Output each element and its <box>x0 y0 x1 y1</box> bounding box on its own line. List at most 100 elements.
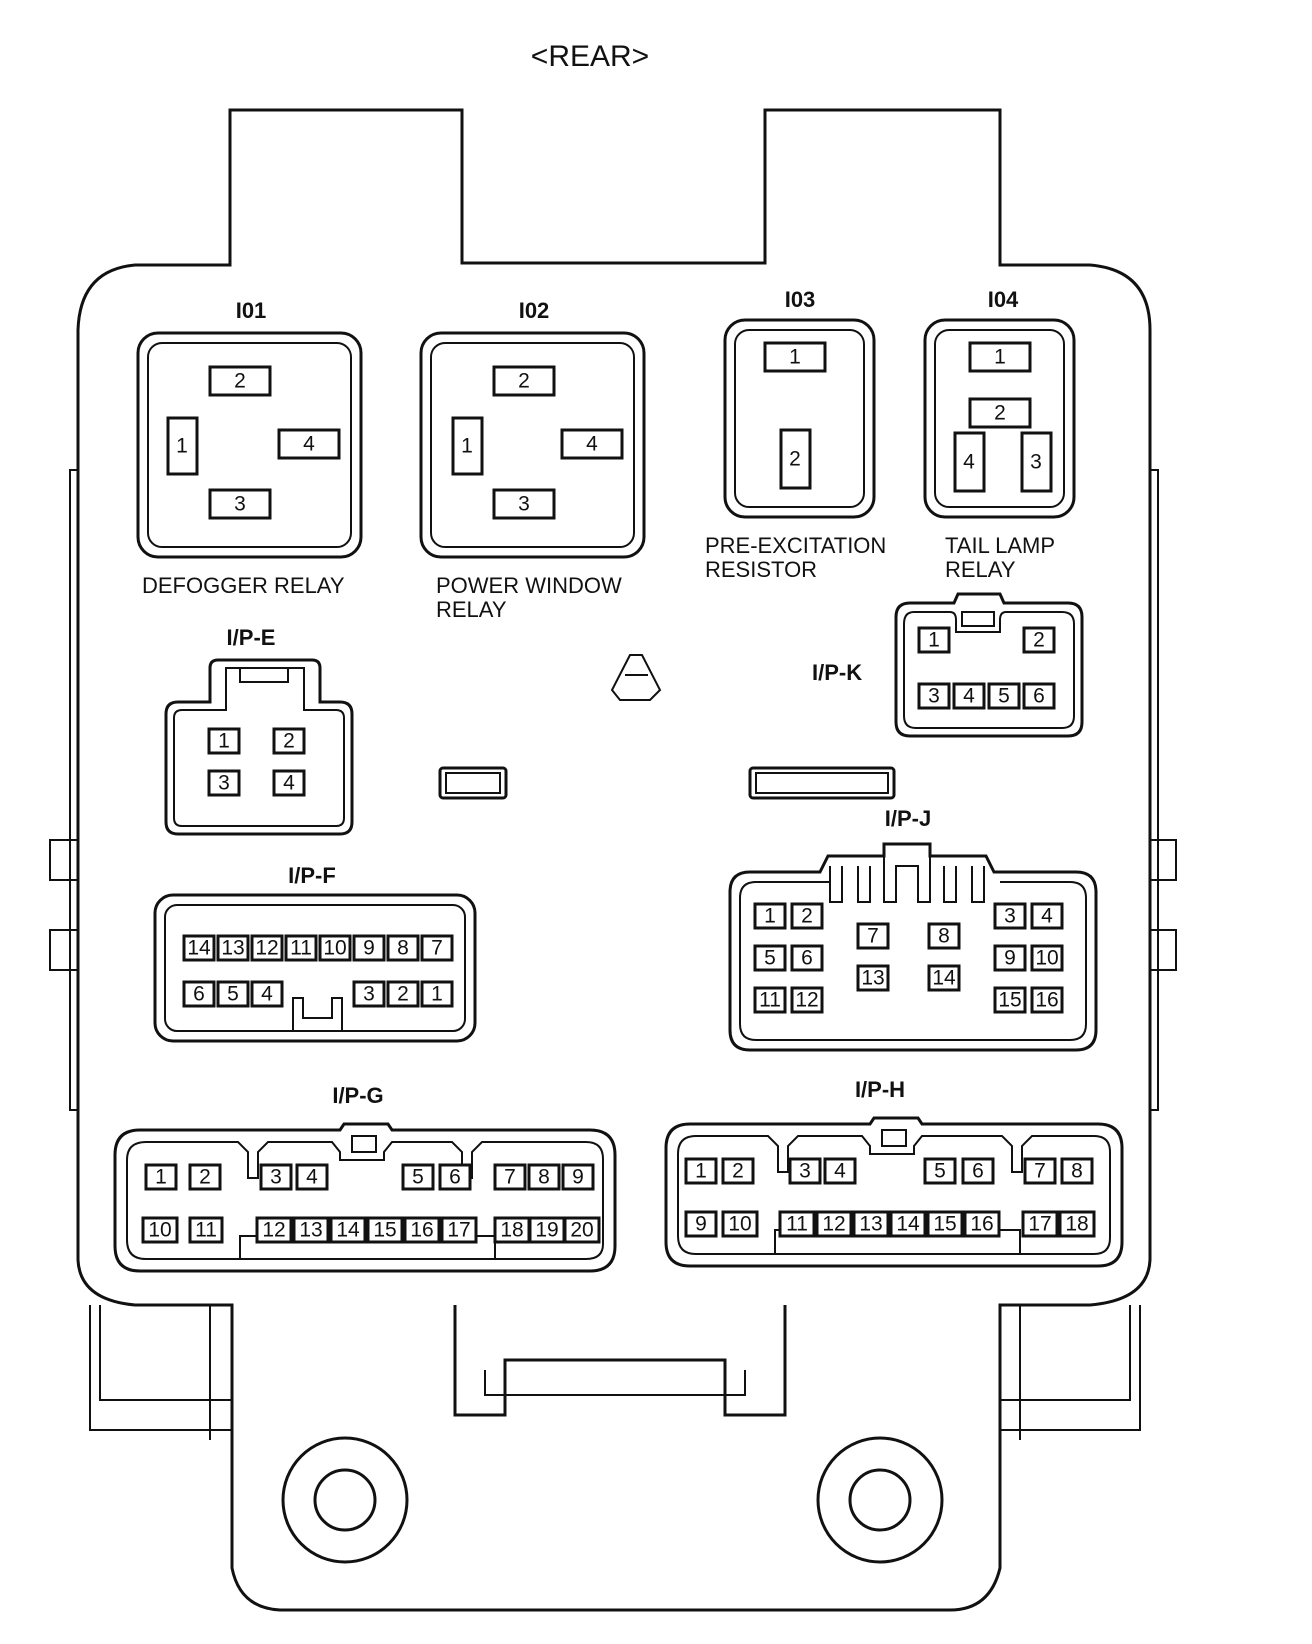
ipj-right-block: 3 4 9 10 15 16 <box>993 902 1064 1014</box>
pin-label: 6 <box>972 1160 984 1183</box>
pin-label: 8 <box>538 1166 550 1189</box>
pin-label: 1 <box>155 1166 167 1189</box>
connector-pin <box>366 1216 404 1244</box>
connector-pin <box>815 1210 853 1238</box>
connector-pin <box>438 1163 472 1191</box>
connector-pin <box>1023 1157 1057 1185</box>
ipj-left-block: 1 2 5 6 11 12 <box>753 902 824 1014</box>
pin-label: 2 <box>397 983 409 1006</box>
connector-pin <box>188 1216 224 1244</box>
connector-pin <box>987 682 1021 710</box>
connector-pin <box>141 1216 179 1244</box>
pin-label: 3 <box>518 493 530 516</box>
pin-label: 2 <box>234 370 246 393</box>
pin-label: 10 <box>728 1213 751 1236</box>
pin-label: 3 <box>799 1160 811 1183</box>
connector-id: I/P-G <box>332 1083 383 1108</box>
connector-ip-h: I/P-H 1 2 3 4 5 6 7 8 9 10 <box>664 1077 1124 1268</box>
connector-pin <box>250 934 284 962</box>
pin-label: 4 <box>306 1166 318 1189</box>
connector-ip-f: I/P-F 14 13 12 11 10 9 8 7 6 5 <box>153 863 477 1043</box>
pin-label: 4 <box>1041 905 1053 928</box>
connector-ip-k: I/P-K 1 2 3 4 5 6 <box>812 592 1084 738</box>
relay-caption: RELAY <box>436 597 507 622</box>
connector-pin <box>259 1163 293 1191</box>
pin-label: 8 <box>938 925 950 948</box>
pin-label: 2 <box>732 1160 744 1183</box>
relay-pin <box>1020 431 1053 493</box>
relay-pin <box>166 416 199 476</box>
connector-pin <box>329 1216 367 1244</box>
pin-label: 13 <box>221 937 244 960</box>
ipj-center-block: 7 8 13 14 <box>856 922 961 992</box>
pin-label: 13 <box>859 1213 882 1236</box>
connector-pin <box>852 1210 890 1238</box>
connector-pin <box>528 1216 566 1244</box>
connector-pin <box>386 980 420 1008</box>
pin-label: 17 <box>1028 1213 1051 1236</box>
connector-pin <box>1030 986 1064 1014</box>
connector-pin <box>790 986 824 1014</box>
connector-pin <box>352 934 386 962</box>
relay-pin <box>451 416 484 476</box>
pin-label: 1 <box>994 346 1006 369</box>
connector-pin <box>684 1210 718 1238</box>
connector-pin <box>527 1163 561 1191</box>
relay-pin <box>968 397 1032 429</box>
connector-pin <box>993 944 1027 972</box>
connector-pin <box>272 727 306 755</box>
connector-pin <box>753 944 787 972</box>
relay-pin <box>763 341 827 373</box>
ipg-row-2: 10 11 12 13 14 15 16 17 18 19 20 <box>141 1216 601 1244</box>
pin-label: 1 <box>695 1160 707 1183</box>
pin-label: 9 <box>363 937 375 960</box>
connector-pin <box>493 1163 527 1191</box>
connector-pin <box>318 934 352 962</box>
pin-label: 5 <box>227 983 239 1006</box>
connector-pin <box>207 769 241 797</box>
relay-id: I01 <box>236 298 267 323</box>
pin-label: 18 <box>500 1219 523 1242</box>
connector-pin <box>284 934 318 962</box>
connector-pin <box>856 922 890 950</box>
pin-label: 13 <box>299 1219 322 1242</box>
pin-label: 1 <box>176 435 188 458</box>
connector-pin <box>250 980 284 1008</box>
connector-pin <box>927 922 961 950</box>
connector-pin <box>917 682 951 710</box>
ipf-row-2: 6 5 4 3 2 1 <box>182 980 454 1008</box>
connector-pin <box>352 980 386 1008</box>
pin-label: 2 <box>801 905 813 928</box>
connector-pin <box>403 1216 441 1244</box>
pin-label: 2 <box>1033 629 1045 652</box>
connector-pin <box>963 1210 1001 1238</box>
relay-pin <box>208 488 272 520</box>
pin-label: 4 <box>963 685 975 708</box>
connector-pin <box>292 1216 330 1244</box>
connector-pin <box>561 1163 595 1191</box>
pin-label: 1 <box>764 905 776 928</box>
connector-pin <box>917 626 951 654</box>
connector-pin <box>684 1157 718 1185</box>
pin-label: 4 <box>834 1160 846 1183</box>
pin-label: 14 <box>336 1219 360 1242</box>
relay-id: I03 <box>785 287 816 312</box>
connector-pin <box>420 980 454 1008</box>
connector-pin <box>1030 944 1064 972</box>
pin-label: 5 <box>412 1166 424 1189</box>
pin-label: 1 <box>789 346 801 369</box>
connector-pin <box>790 944 824 972</box>
pin-label: 16 <box>970 1213 993 1236</box>
pin-label: 12 <box>795 989 818 1012</box>
pin-label: 10 <box>323 937 346 960</box>
pin-label: 12 <box>822 1213 845 1236</box>
relay-pin <box>779 428 812 490</box>
pin-label: 18 <box>1065 1213 1088 1236</box>
pin-label: 4 <box>963 451 975 474</box>
pin-label: 15 <box>998 989 1021 1012</box>
connector-id: I/P-E <box>227 625 276 650</box>
pin-label: 6 <box>801 947 813 970</box>
connector-pin <box>188 1163 222 1191</box>
pin-label: 9 <box>1004 947 1016 970</box>
